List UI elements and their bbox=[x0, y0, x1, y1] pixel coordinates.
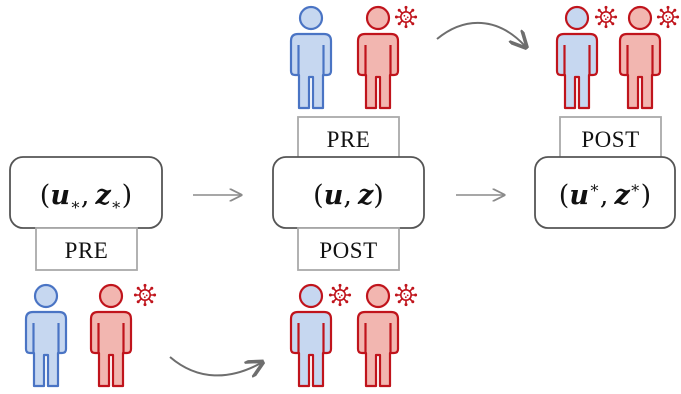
pre-label-box-left bbox=[35, 227, 138, 271]
person-icon bbox=[555, 5, 599, 110]
current-state-node: (𝒖,𝒛) bbox=[272, 156, 425, 229]
person-icon bbox=[89, 283, 133, 388]
virus-icon bbox=[133, 283, 157, 307]
post-label-right: POST bbox=[581, 127, 639, 152]
post-label-box-middle bbox=[297, 227, 400, 271]
pre-label-left: PRE bbox=[65, 238, 109, 263]
pre-state-formula: (𝒖∗,𝒛∗) bbox=[40, 180, 132, 214]
pre-label-middle: PRE bbox=[327, 127, 371, 152]
pre-label-box-middle bbox=[297, 116, 400, 160]
virus-icon bbox=[656, 5, 680, 29]
curved-arrow bbox=[169, 356, 261, 375]
curved-arrow bbox=[436, 21, 525, 46]
person-icon bbox=[356, 5, 400, 110]
person-icon bbox=[618, 5, 662, 110]
person-icon bbox=[289, 283, 333, 388]
current-state-formula: (𝒖,𝒛) bbox=[313, 180, 384, 211]
virus-icon bbox=[594, 5, 618, 29]
person-icon bbox=[289, 5, 333, 110]
post-state-node: (𝒖∗,𝒛∗) bbox=[534, 156, 676, 229]
person-icon bbox=[24, 283, 68, 388]
post-label-middle: POST bbox=[319, 238, 377, 263]
virus-icon bbox=[328, 283, 352, 307]
person-icon bbox=[356, 283, 400, 388]
post-state-formula: (𝒖∗,𝒛∗) bbox=[559, 178, 651, 211]
post-state-box bbox=[534, 156, 676, 229]
virus-icon bbox=[394, 283, 418, 307]
pre-state-node: (𝒖∗,𝒛∗) bbox=[9, 156, 163, 229]
virus-icon bbox=[394, 5, 418, 29]
